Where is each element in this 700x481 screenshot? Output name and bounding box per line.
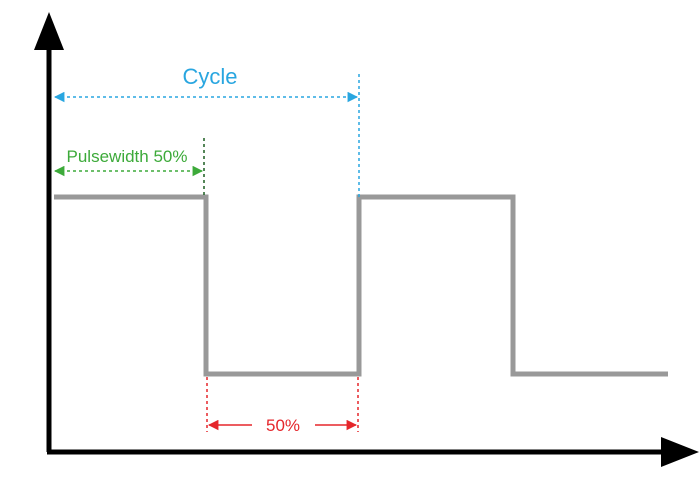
- y-axis-arrowhead: [34, 12, 64, 50]
- x-axis-arrowhead: [661, 437, 699, 467]
- axes: [34, 12, 699, 467]
- cycle-annotation: Cycle: [53, 64, 360, 198]
- square-waveform: [54, 194, 668, 377]
- low-percent-label: 50%: [266, 416, 300, 435]
- pulsewidth-label: Pulsewidth 50%: [67, 147, 188, 166]
- cycle-label: Cycle: [182, 64, 237, 89]
- pulsewidth-annotation: Pulsewidth 50%: [53, 138, 205, 198]
- low-percent-annotation: 50%: [206, 377, 359, 435]
